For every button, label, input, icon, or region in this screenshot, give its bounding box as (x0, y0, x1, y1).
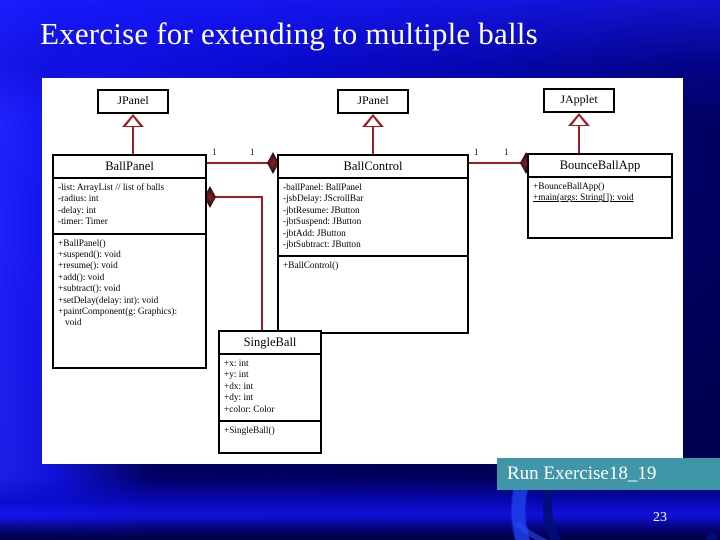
composition-line-ballpanel-singleball-v (261, 196, 263, 332)
multiplicity-ballcontrol-right: 1 (474, 147, 479, 157)
class-separator (529, 176, 671, 178)
generalization-arrow-ballcontrol (362, 114, 384, 127)
method-row: +add(): void (58, 272, 105, 283)
attribute-row: -delay: int (58, 205, 96, 216)
generalization-line-bounceballapp (578, 126, 580, 154)
attribute-row: -jbtSubtract: JButton (283, 240, 361, 251)
uml-class-diagram: JPanel JPanel JApplet 1 1 1 1 (42, 78, 683, 464)
method-row: +subtract(): void (58, 284, 121, 295)
multiplicity-ballcontrol-left: 1 (250, 147, 255, 157)
class-separator (54, 232, 205, 235)
class-box-ballpanel: BallPanel -list: ArrayList // list of ba… (52, 154, 207, 369)
generalization-arrow-ballpanel (122, 114, 144, 127)
class-attributes-ballpanel: -list: ArrayList // list of balls -radiu… (54, 179, 205, 233)
background-bottom-shadow (0, 518, 720, 540)
attribute-row: +y: int (224, 370, 249, 381)
composition-diamond-ballpanel-singleball (204, 186, 216, 208)
class-methods-ballcontrol: +BallControl() (279, 257, 467, 276)
attribute-row: -jbtSuspend: JButton (283, 217, 362, 228)
method-row: +BallPanel() (58, 238, 106, 249)
attribute-row: +x: int (224, 359, 249, 369)
class-name-ballpanel: BallPanel (105, 159, 154, 173)
run-exercise-link[interactable]: Run Exercise18_19 (497, 458, 720, 490)
class-separator (220, 420, 320, 423)
generalization-line-ballpanel (132, 127, 134, 154)
class-box-ballcontrol: BallControl -ballPanel: BallPanel -jsbDe… (277, 154, 469, 334)
class-attributes-ballcontrol: -ballPanel: BallPanel -jsbDelay: JScroll… (279, 179, 467, 255)
attribute-row: -list: ArrayList // list of balls (58, 183, 165, 193)
multiplicity-ballpanel-right: 1 (212, 147, 217, 157)
attribute-row: -jbtAdd: JButton (283, 228, 346, 239)
attribute-row: +dx: int (224, 381, 254, 392)
class-name-singleball: SingleBall (243, 335, 297, 349)
composition-line-ballpanel-singleball-h (215, 196, 263, 198)
composition-line-ballpanel-ballcontrol (207, 162, 275, 164)
class-box-bounceballapp: BounceBallApp +BounceBallApp() +main(arg… (527, 153, 673, 239)
composition-diamond-ballcontrol-left (267, 152, 279, 174)
class-name-ballcontrol: BallControl (343, 159, 403, 173)
class-box-jpanel-mid: JPanel (337, 89, 409, 114)
attribute-row: -ballPanel: BallPanel (283, 183, 362, 193)
class-separator (279, 177, 467, 179)
method-row-static: +main(args: String[]): void (533, 193, 668, 204)
method-row: +SingleBall() (224, 426, 275, 437)
attribute-row: -radius: int (58, 194, 99, 205)
attribute-row: -jsbDelay: JScrollBar (283, 194, 364, 205)
method-row: +BallControl() (283, 261, 339, 272)
class-box-jpanel-left: JPanel (97, 89, 169, 114)
class-box-singleball: SingleBall +x: int +y: int +dx: int +dy:… (218, 330, 322, 454)
multiplicity-bounceballapp-left: 1 (504, 147, 509, 157)
method-row-static-text: +main(args: String[]): void (533, 193, 634, 204)
method-row: +BounceBallApp() (533, 182, 605, 192)
method-row: +paintComponent(g: Graphics): (58, 307, 178, 318)
class-methods-bounceballapp: +BounceBallApp() +main(args: String[]): … (529, 178, 671, 209)
attribute-row: +color: Color (224, 404, 275, 415)
class-box-japplet-right: JApplet (543, 88, 615, 113)
attribute-row: +dy: int (224, 393, 254, 404)
generalization-arrow-bounceballapp (568, 113, 590, 126)
class-separator (279, 255, 467, 258)
method-row: +suspend(): void (58, 250, 121, 261)
attribute-row: -jbtResume: JButton (283, 205, 360, 216)
method-row-continued: void (65, 318, 82, 329)
method-row: +setDelay(delay: int): void (58, 295, 159, 306)
class-name-bounceballapp: BounceBallApp (559, 158, 641, 172)
class-attributes-singleball: +x: int +y: int +dx: int +dy: int +color… (220, 355, 320, 420)
class-separator (54, 177, 205, 179)
generalization-line-ballcontrol (372, 127, 374, 154)
page-title: Exercise for extending to multiple balls (40, 16, 538, 51)
attribute-row: -timer: Timer (58, 217, 108, 228)
class-methods-ballpanel: +BallPanel() +suspend(): void +resume():… (54, 235, 205, 334)
class-separator (220, 353, 320, 355)
class-methods-singleball: +SingleBall() (220, 422, 320, 441)
diagram-panel: JPanel JPanel JApplet 1 1 1 1 (42, 78, 683, 464)
method-row: +resume(): void (58, 261, 118, 272)
slide-page-number: 23 (653, 510, 667, 525)
composition-line-ballcontrol-bounceballapp (469, 162, 527, 164)
